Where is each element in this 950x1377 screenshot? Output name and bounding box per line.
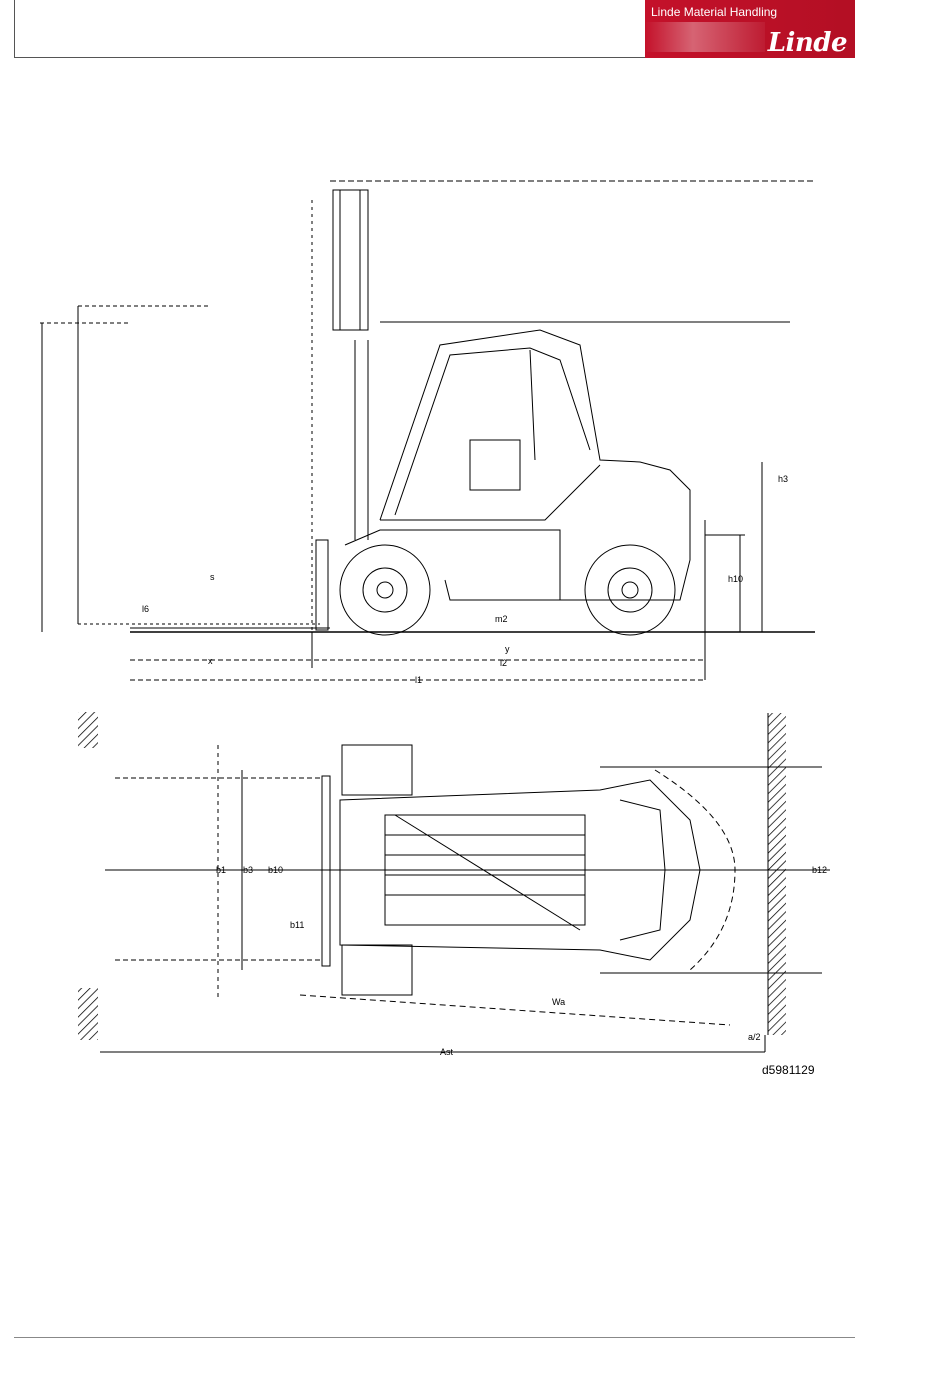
label-h3: h3 — [778, 474, 788, 484]
label-b1: b1 — [216, 865, 226, 875]
label-m2: m2 — [495, 614, 508, 624]
side-view — [40, 181, 815, 680]
top-view — [78, 712, 830, 1052]
label-l2: l2 — [500, 658, 507, 668]
label-b10: b10 — [268, 865, 283, 875]
label-wa: Wa — [552, 997, 565, 1007]
label-l1: l1 — [415, 675, 422, 685]
side-view-labels: h3 h10 l2 l1 m2 l6 s x y — [142, 474, 788, 685]
label-s: s — [210, 572, 215, 582]
footer-divider — [14, 1337, 855, 1338]
drawing-reference-code: d5981129 — [762, 1063, 815, 1077]
label-a2: a/2 — [748, 1032, 761, 1042]
label-l6: l6 — [142, 604, 149, 614]
label-h10: h10 — [728, 574, 743, 584]
label-b3: b3 — [243, 865, 253, 875]
label-x: x — [208, 656, 213, 666]
label-b11: b11 — [290, 920, 304, 930]
label-y: y — [505, 644, 510, 654]
label-ast: Ast — [440, 1047, 454, 1057]
label-b12: b12 — [812, 865, 827, 875]
